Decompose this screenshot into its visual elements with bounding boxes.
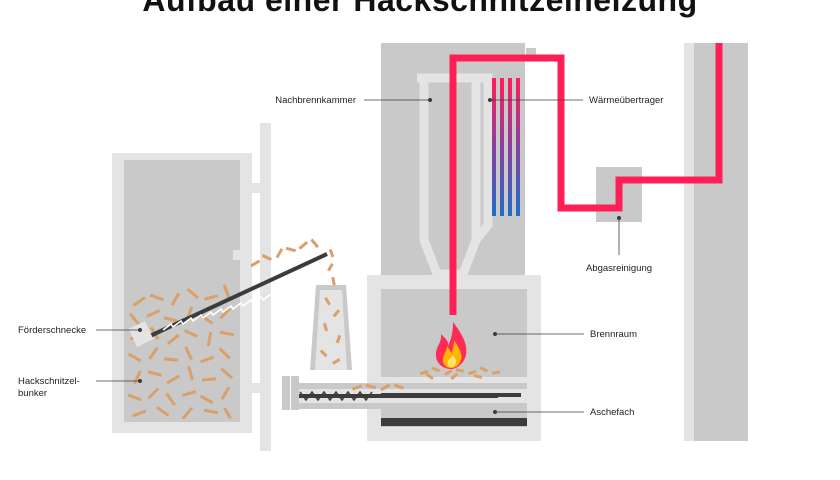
label-waermeuebertrager: Wärmeübertrager — [589, 95, 663, 106]
heat-exchanger — [492, 78, 520, 216]
label-abgasreinigung: Abgasreinigung — [586, 263, 652, 274]
boiler-upper — [381, 43, 536, 279]
fuel-bed — [419, 366, 501, 381]
chimney — [684, 43, 748, 441]
flue-gas-path — [449, 43, 723, 315]
label-bunker-line1: Hackschnitzel- — [18, 376, 80, 387]
leader-lines — [96, 99, 620, 413]
label-foerderschnecke: Förderschnecke — [18, 325, 86, 336]
label-nachbrennkammer: Nachbrennkammer — [275, 95, 356, 106]
diagram-title: Aufbau einer Hackschnitzelheizung — [142, 0, 698, 18]
bunker — [112, 123, 271, 451]
leader-dots — [138, 98, 621, 414]
feed-chute — [310, 285, 352, 370]
flame — [435, 322, 467, 369]
label-aschefach: Aschefach — [590, 407, 634, 418]
feed-screw — [128, 252, 328, 347]
label-bunker-line2: bunker — [18, 388, 47, 399]
label-brennraum: Brennraum — [590, 329, 637, 340]
stoker-auger — [282, 376, 527, 410]
ash-drawer — [381, 418, 527, 426]
